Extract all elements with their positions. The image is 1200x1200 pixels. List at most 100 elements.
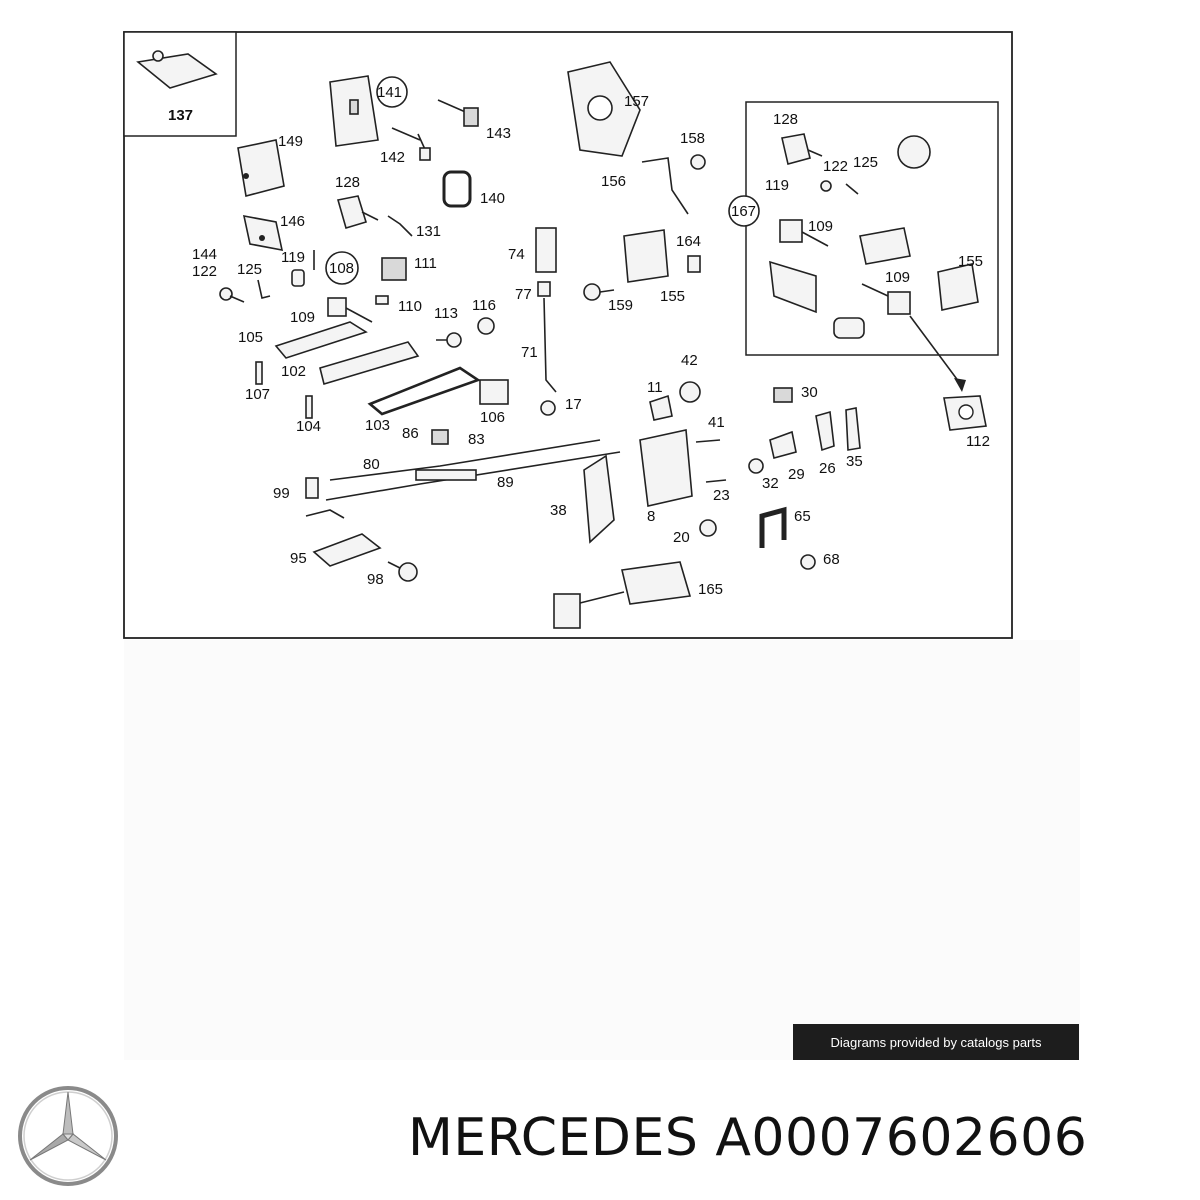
- part-38-cover: [583, 454, 615, 544]
- part-109a-rod: [345, 307, 373, 323]
- label-17: 17: [565, 396, 582, 413]
- diagram-canvas: 137 141 142 143 149 140 128 131 146 144 …: [123, 31, 1080, 1060]
- part-109b-shape: [779, 219, 803, 243]
- label-26: 26: [819, 460, 836, 477]
- label-107: 107: [245, 386, 270, 403]
- part-128b-shape: [781, 133, 811, 165]
- label-83: 83: [468, 431, 485, 448]
- label-113: 113: [434, 305, 458, 322]
- part-32-head: [748, 458, 764, 474]
- label-11: 11: [647, 379, 663, 396]
- label-109-inset: 109: [808, 218, 833, 235]
- part-125a-shape: [257, 279, 271, 299]
- label-103: 103: [365, 417, 390, 434]
- part-131-shape: [387, 215, 413, 237]
- part-144-head: [219, 287, 233, 301]
- part-164-shape: [687, 255, 701, 273]
- part-112-hole: [958, 404, 974, 420]
- part-30-shape: [773, 387, 793, 403]
- part-lock-barrel-shape: [859, 227, 911, 265]
- part-165-wire: [575, 591, 625, 605]
- callout-circle-141: [376, 76, 408, 108]
- part-119b-shape: [820, 180, 832, 192]
- label-95: 95: [290, 550, 307, 567]
- part-74-shape: [535, 227, 557, 273]
- part-165-plug: [553, 593, 581, 629]
- label-71: 71: [521, 344, 538, 361]
- part-109c-rod: [861, 283, 889, 297]
- label-74: 74: [508, 246, 525, 263]
- part-109a-shape: [327, 297, 347, 317]
- part-77-shape: [537, 281, 551, 297]
- label-77: 77: [515, 286, 532, 303]
- label-8: 8: [647, 508, 655, 525]
- part-158-shape: [690, 154, 706, 170]
- arrow-head-112: [954, 378, 966, 392]
- part-149-hole: [243, 173, 249, 179]
- part-140-shape: [442, 170, 472, 208]
- label-109: 109: [290, 309, 315, 326]
- part-95-shape: [312, 533, 382, 567]
- part-110-shape: [375, 295, 389, 305]
- part-103-gasket: [367, 366, 481, 416]
- part-105-handle: [274, 321, 368, 359]
- callout-circle-167: [728, 195, 760, 227]
- label-144: 144: [192, 246, 217, 263]
- callout-circle-108: [325, 251, 359, 285]
- part-146-hole: [259, 235, 265, 241]
- part-155b-shape: [937, 263, 979, 311]
- part-98-head: [398, 562, 418, 582]
- label-141: 141: [377, 84, 402, 101]
- label-98: 98: [367, 571, 384, 588]
- part-20-head: [699, 519, 717, 537]
- label-137: 137: [168, 107, 193, 124]
- part-83-clip: [415, 469, 477, 481]
- label-86: 86: [402, 425, 419, 442]
- label-122: 122: [192, 263, 217, 280]
- part-125b-shape: [845, 183, 859, 195]
- label-122-inset: 122: [823, 158, 848, 175]
- label-158: 158: [680, 130, 705, 147]
- part-146-shape: [242, 214, 284, 252]
- diagram-background: [124, 640, 1080, 1060]
- label-104: 104: [296, 418, 321, 435]
- part-65-shape: [759, 506, 787, 548]
- part-149-shape: [237, 139, 285, 197]
- part-106-shape: [479, 379, 509, 405]
- part-156-shape: [641, 157, 689, 215]
- part-109b-rod: [801, 231, 829, 247]
- label-167: 167: [731, 203, 756, 220]
- label-38: 38: [550, 502, 567, 519]
- part-128a-shape: [336, 195, 368, 229]
- label-116: 116: [472, 297, 496, 314]
- label-143: 143: [486, 125, 511, 142]
- part-86-shape: [431, 429, 449, 445]
- part-128a-blade: [361, 211, 379, 221]
- part-11-shape: [649, 394, 673, 421]
- part-26-shape: [815, 410, 835, 452]
- part-handle-cover-shape: [769, 260, 817, 314]
- label-128: 128: [335, 174, 360, 191]
- label-23: 23: [713, 487, 730, 504]
- label-30: 30: [801, 384, 818, 401]
- part-104-shape: [305, 395, 313, 419]
- label-142: 142: [380, 149, 405, 166]
- mercedes-star-icon: [18, 1086, 118, 1186]
- watermark-banner: Diagrams provided by catalogs parts: [793, 1024, 1079, 1060]
- label-165: 165: [698, 581, 723, 598]
- part-71-rod: [543, 297, 557, 393]
- part-144-blade: [229, 295, 245, 303]
- label-65: 65: [794, 508, 811, 525]
- label-149: 149: [278, 133, 303, 150]
- part-157-hole: [587, 95, 613, 121]
- part-155a-shape: [623, 229, 669, 283]
- part-111-shape: [381, 257, 407, 281]
- label-109-inset-2: 109: [885, 269, 910, 286]
- part-128b-blade: [807, 149, 823, 157]
- label-108: 108: [329, 260, 354, 277]
- part-89-cable: [325, 451, 621, 501]
- part-143-head: [463, 107, 479, 127]
- part-99-shape: [305, 477, 319, 499]
- part-80-cable: [329, 439, 601, 481]
